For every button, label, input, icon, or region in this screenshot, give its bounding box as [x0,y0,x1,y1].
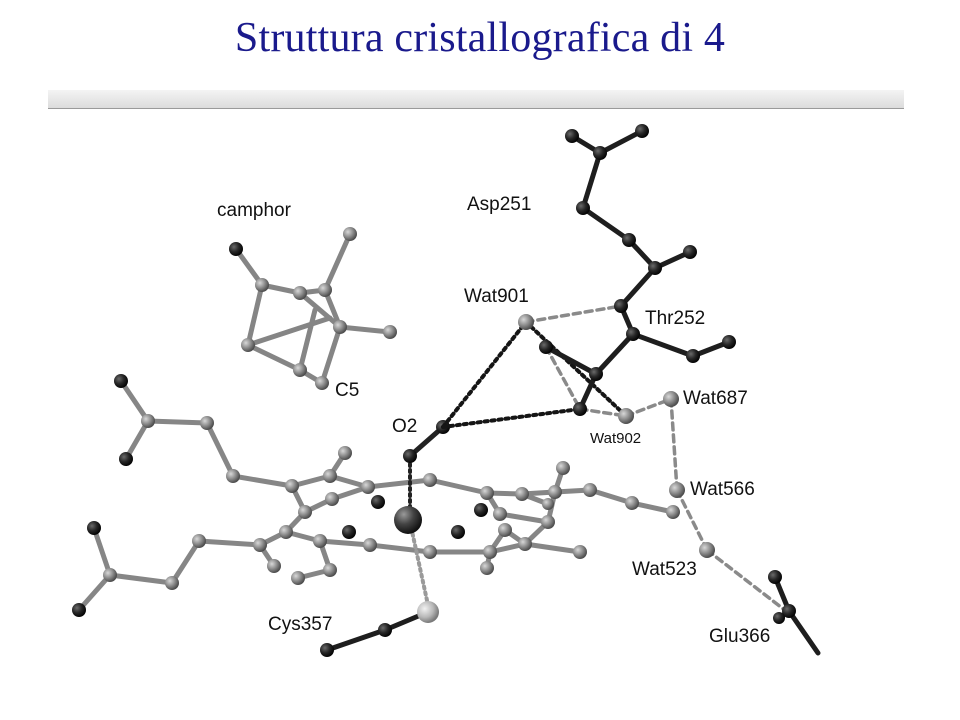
dioxygen [403,420,450,463]
label-thr252: Thr252 [645,308,705,329]
label-glu366: Glu366 [709,626,770,647]
iron-atom [394,506,422,534]
label-c5: C5 [335,380,359,401]
camphor-atoms [229,227,397,390]
water-523 [699,542,715,558]
cys357-residue [320,601,439,657]
label-wat902: Wat902 [590,430,641,447]
label-wat566: Wat566 [690,479,755,500]
label-wat687: Wat687 [683,388,748,409]
glu366-residue [768,570,821,656]
label-asp251: Asp251 [467,194,531,215]
atom-labels: camphor C5 Asp251 Wat901 Thr252 Wat687 W… [217,194,770,647]
water-902 [618,408,634,424]
slide-title: Struttura cristallografica di 4 [234,15,726,61]
water-566 [669,482,685,498]
asp-thr-atoms [539,124,736,416]
water-molecules [518,314,715,558]
molecular-structure-figure: camphor C5 Asp251 Wat901 Thr252 Wat687 W… [72,124,821,657]
camphor-molecule [233,231,393,386]
label-cys357: Cys357 [268,614,332,635]
label-wat901: Wat901 [464,286,529,307]
label-camphor: camphor [217,200,292,221]
label-wat523: Wat523 [632,559,697,580]
label-o2: O2 [392,416,417,437]
water-687 [663,391,679,407]
sulfur-atom [417,601,439,623]
figure-toolbar-strip [48,90,904,109]
hydrogen-bonds-dark [441,320,628,429]
water-901 [518,314,534,330]
hydrogen-bonds-light [524,304,788,613]
heme-atoms [72,374,680,617]
